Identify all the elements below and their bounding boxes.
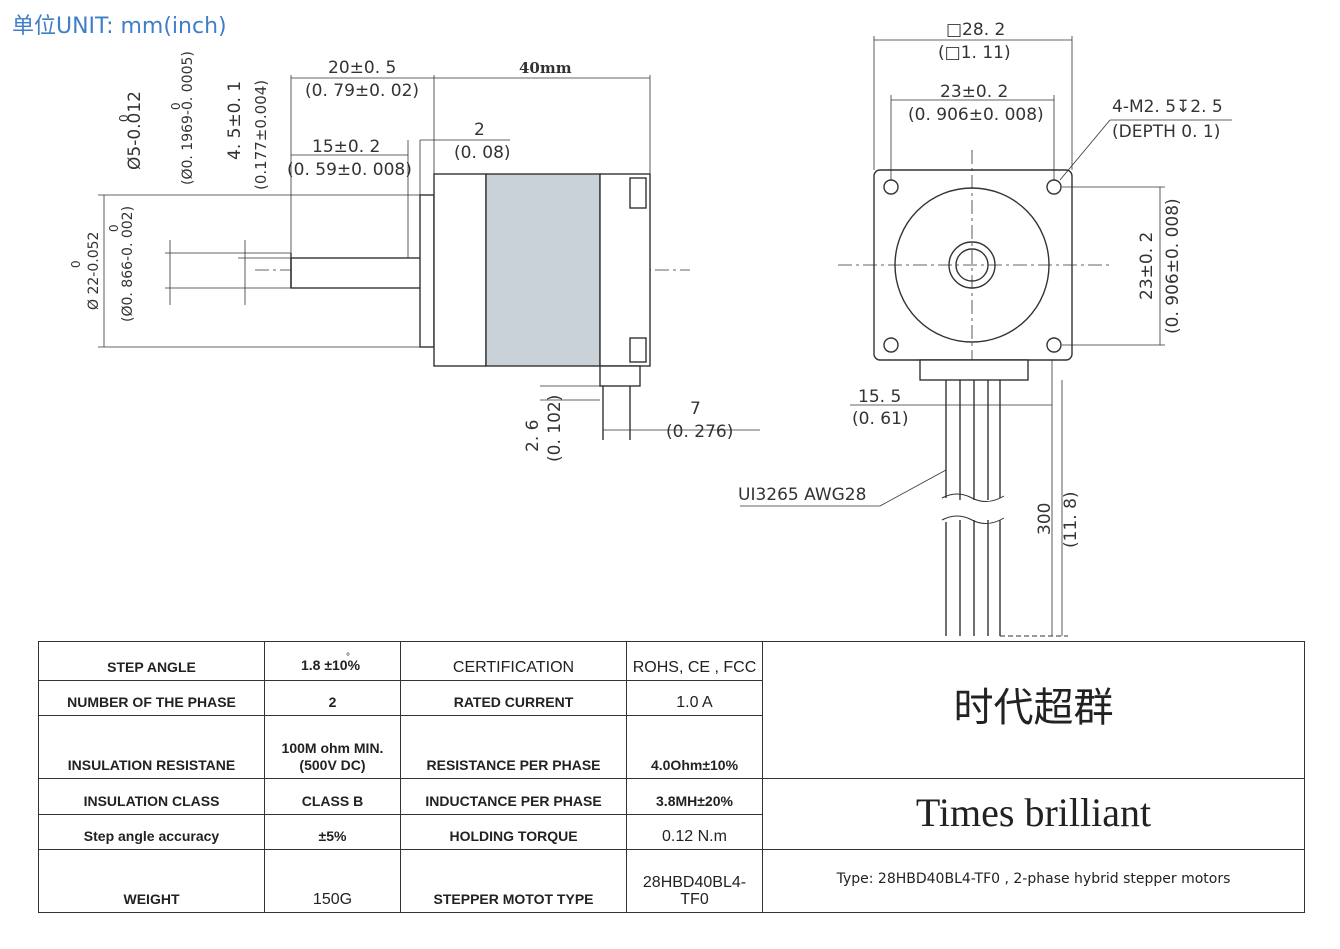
flat-len-inch: (0. 59±0. 008) <box>287 160 412 180</box>
boss-height-inch: (0. 08) <box>454 143 511 163</box>
spec-value: 1.8 ±10%° <box>264 641 401 681</box>
spec-label: RATED CURRENT <box>400 679 627 717</box>
shaft-len-inch: (0. 79±0. 02) <box>305 81 419 101</box>
table-row: STEP ANGLE 1.8 ±10%° CERTIFICATION ROHS,… <box>38 640 1305 780</box>
front-view-labels: □28. 2 (□1. 11) 23±0. 2 (0. 906±0. 008) … <box>738 20 1223 548</box>
spec-label: STEP ANGLE <box>38 641 265 681</box>
table-row: NUMBER OF THE PHASE 2 RATED CURRENT 1.0 … <box>38 679 1305 717</box>
spec-value: 150G <box>264 849 401 913</box>
spec-label: STEPPER MOTOT TYPE <box>400 849 627 913</box>
boss-dia-inch-upper: 0 <box>107 224 121 232</box>
table-row: INSULATION RESISTANE 100M ohm MIN.(500V … <box>38 715 1305 780</box>
wire-spec-label: UI3265 AWG28 <box>738 485 866 505</box>
side-view-labels: Ø5-0.012 0 (Ø0. 1969-0. 0005) 0 4. 5±0. … <box>69 51 733 462</box>
flange-inch: (□1. 11) <box>938 43 1011 63</box>
lead-offset-label: 2. 6 <box>523 420 543 452</box>
front-cap <box>433 173 487 367</box>
mount-hole-bl <box>883 337 899 353</box>
front-view <box>740 36 1232 637</box>
spec-label: INSULATION RESISTANE <box>38 715 265 780</box>
table-row: WEIGHT 150G STEPPER MOTOT TYPE 28HBD40BL… <box>38 849 1305 913</box>
flat-len-label: 15±0. 2 <box>312 137 380 157</box>
boss-dia-inch: (Ø0. 866-0. 002) <box>120 206 136 322</box>
shaft-dia-label: Ø5-0.012 <box>125 91 145 170</box>
lead-offset-inch: (0. 102) <box>545 395 565 462</box>
spec-label: Step angle accuracy <box>38 813 265 851</box>
body-len-label: 40mm <box>519 59 572 77</box>
spec-value: ±5% <box>264 813 401 851</box>
spec-label: WEIGHT <box>38 849 265 913</box>
spec-value: 100M ohm MIN.(500V DC) <box>264 715 401 780</box>
shaft-dia-inch: (Ø0. 1969-0. 0005) <box>180 51 196 185</box>
flange-label: □28. 2 <box>946 20 1005 40</box>
flat-depth-label: 4. 5±0. 1 <box>225 81 245 160</box>
hole-spacing-v-inch: (0. 906±0. 008) <box>1163 198 1183 334</box>
specs-table: STEP ANGLE 1.8 ±10%° CERTIFICATION ROHS,… <box>38 640 1305 913</box>
boss-height-label: 2 <box>474 120 485 140</box>
lead-box-label: 7 <box>690 399 701 419</box>
lead-pos-label: 15. 5 <box>858 387 901 407</box>
spec-value: 0.12 N.m <box>626 813 763 851</box>
lead-pos-inch: (0. 61) <box>852 409 909 429</box>
brand-cn: 时代超群 <box>762 640 1305 780</box>
technical-drawing: Ø5-0.012 0 (Ø0. 1969-0. 0005) 0 4. 5±0. … <box>69 20 1232 637</box>
spec-label: NUMBER OF THE PHASE <box>38 679 265 717</box>
flat-depth-inch: (0.177±0.004) <box>252 80 270 190</box>
boss <box>419 194 435 348</box>
spec-value: 2 <box>264 679 401 717</box>
unit-title: 单位UNIT: mm(inch) <box>12 14 227 39</box>
spec-value: 1.0 A <box>626 679 763 717</box>
depth-label: (DEPTH 0. 1) <box>1112 122 1220 142</box>
boss-dia-upper: 0 <box>69 260 83 268</box>
motor-body <box>485 173 601 367</box>
thread-label: 4-M2. 5↧2. 5 <box>1112 97 1223 117</box>
lead-box-inch: (0. 276) <box>666 422 733 442</box>
shaft <box>290 257 422 289</box>
boss-dia-label: Ø 22-0.052 <box>86 232 102 310</box>
spec-label: INDUCTANCE PER PHASE <box>400 778 627 815</box>
shaft-len-label: 20±0. 5 <box>328 58 396 78</box>
spec-label: CERTIFICATION <box>400 641 627 681</box>
spec-value: 3.8MH±20% <box>626 778 763 815</box>
spec-value: CLASS B <box>264 778 401 815</box>
lead-block <box>919 359 1029 381</box>
shaft-dia-inch-upper: 0 <box>169 102 183 110</box>
lead-exit <box>599 365 641 387</box>
spec-label: RESISTANCE PER PHASE <box>400 715 627 780</box>
shaft-dia-upper: 0 <box>117 114 131 122</box>
side-view <box>98 75 760 440</box>
spec-value: 4.0Ohm±10% <box>626 715 763 780</box>
spec-label: HOLDING TORQUE <box>400 813 627 851</box>
spec-value: 28HBD40BL4-TF0 <box>626 849 763 913</box>
table-row: INSULATION CLASS CLASS B INDUCTANCE PER … <box>38 778 1305 851</box>
lead-len-inch: (11. 8) <box>1061 491 1081 548</box>
brand-en: Times brilliant <box>762 778 1305 851</box>
spec-label: INSULATION CLASS <box>38 778 265 815</box>
type-line: Type: 28HBD40BL4-TF0 , 2-phase hybrid st… <box>762 849 1305 913</box>
hole-spacing-h-label: 23±0. 2 <box>940 82 1008 102</box>
mount-hole-br <box>1046 337 1062 353</box>
lead-len-label: 300 <box>1035 503 1055 535</box>
hole-spacing-h-inch: (0. 906±0. 008) <box>908 105 1044 125</box>
hole-spacing-v-label: 23±0. 2 <box>1137 232 1157 300</box>
table-row: Step angle accuracy ±5% HOLDING TORQUE 0… <box>38 813 1305 851</box>
spec-value: ROHS, CE , FCC <box>626 641 763 681</box>
